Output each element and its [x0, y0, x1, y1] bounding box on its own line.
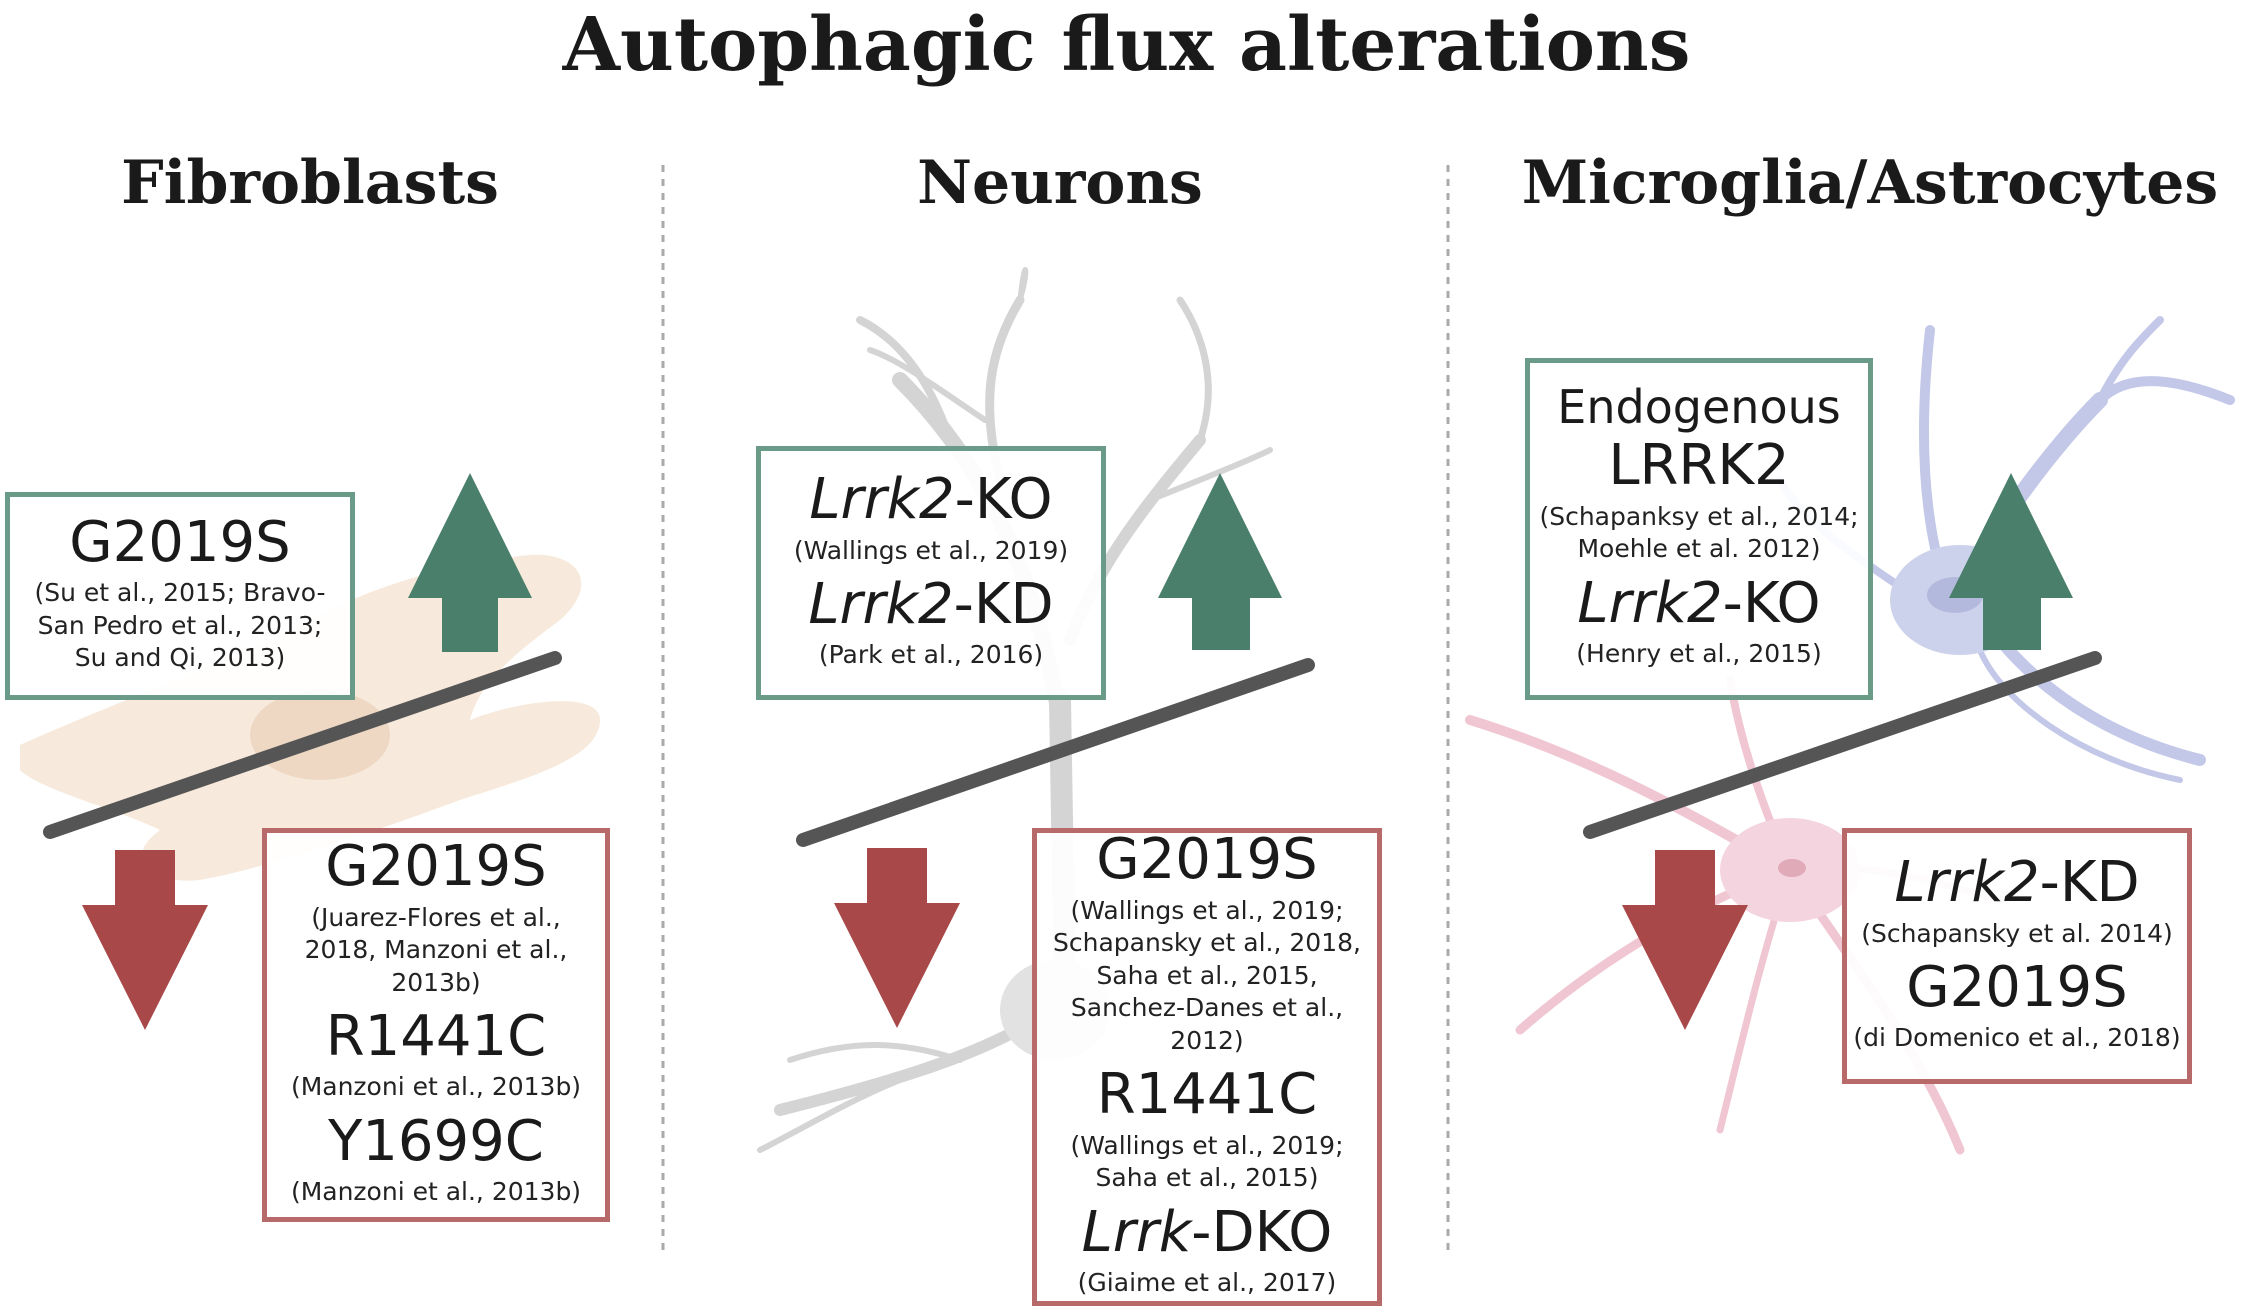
citation: (Manzoni et al., 2013b) — [290, 1177, 582, 1207]
citation: (Henry et al., 2015) — [1576, 639, 1822, 669]
citation: (Schapanksy et al., 2014; Moehle et al. … — [1539, 501, 1859, 564]
mutation-label: G2019S — [325, 834, 547, 900]
down-arrow-fibroblasts — [82, 850, 208, 1030]
up-arrow-neurons — [1158, 473, 1282, 650]
citation: (Park et al., 2016) — [818, 640, 1044, 670]
seesaw-bar-neurons — [796, 658, 1315, 847]
mutation-label: G2019S — [1906, 955, 2128, 1020]
citation: (Su et al., 2015; Bravo-San Pedro et al.… — [34, 578, 326, 673]
small-heading: Endogenous — [1557, 380, 1841, 435]
citation: (Schapansky et al. 2014) — [1861, 918, 2173, 948]
citation: (di Domenico et al., 2018) — [1853, 1023, 2181, 1053]
glia-decrease-box: Lrrk2-KD (Schapansky et al. 2014) G2019S… — [1842, 828, 2192, 1084]
glia-increase-box: Endogenous LRRK2 (Schapanksy et al., 201… — [1525, 358, 1873, 700]
astrocyte-nucleus — [1778, 859, 1806, 877]
mutation-label: Lrrk2-KD — [1894, 850, 2140, 916]
neurons-decrease-box: G2019S (Wallings et al., 2019; Schapansk… — [1032, 828, 1382, 1306]
mutation-label: R1441C — [1096, 1062, 1318, 1128]
mutation-label: Lrrk2-KD — [808, 572, 1054, 637]
citation: (Wallings et al., 2019; Schapansky et al… — [1053, 895, 1361, 1055]
citation: (Wallings et al., 2019; Saha et al., 201… — [1070, 1130, 1344, 1193]
neurons-increase-box: Lrrk2-KO (Wallings et al., 2019) Lrrk2-K… — [756, 446, 1106, 700]
mutation-label: Lrrk-DKO — [1081, 1199, 1333, 1265]
citation: (Wallings et al., 2019) — [793, 535, 1069, 565]
mutation-label: Y1699C — [328, 1108, 544, 1174]
citation: (Manzoni et al., 2013b) — [290, 1072, 582, 1102]
heading-microglia-astrocytes: Microglia/Astrocytes — [1521, 148, 2219, 218]
mutation-label: G2019S — [1096, 827, 1318, 893]
figure-title: Autophagic flux alterations — [562, 2, 1691, 88]
seesaw-bar-fibroblasts — [43, 651, 562, 839]
mutation-label: R1441C — [325, 1004, 547, 1070]
heading-fibroblasts: Fibroblasts — [121, 148, 499, 218]
seesaw-bar-glia — [1583, 651, 2102, 839]
down-arrow-glia — [1622, 850, 1748, 1030]
mutation-label: Lrrk2-KO — [809, 467, 1053, 533]
heading-neurons: Neurons — [917, 148, 1203, 218]
citation: (Giaime et al., 2017) — [1077, 1268, 1337, 1298]
fibroblasts-increase-box: G2019S (Su et al., 2015; Bravo-San Pedro… — [5, 492, 355, 700]
down-arrow-neurons — [834, 848, 960, 1028]
up-arrow-glia — [1949, 473, 2073, 650]
mutation-label: G2019S — [69, 510, 291, 576]
up-arrow-fibroblasts — [408, 473, 532, 652]
mutation-label: Lrrk2-KO — [1577, 570, 1821, 636]
mutation-label: LRRK2 — [1608, 433, 1790, 499]
citation: (Juarez-Flores et al., 2018, Manzoni et … — [304, 902, 568, 997]
fibroblasts-decrease-box: G2019S (Juarez-Flores et al., 2018, Manz… — [262, 828, 610, 1222]
